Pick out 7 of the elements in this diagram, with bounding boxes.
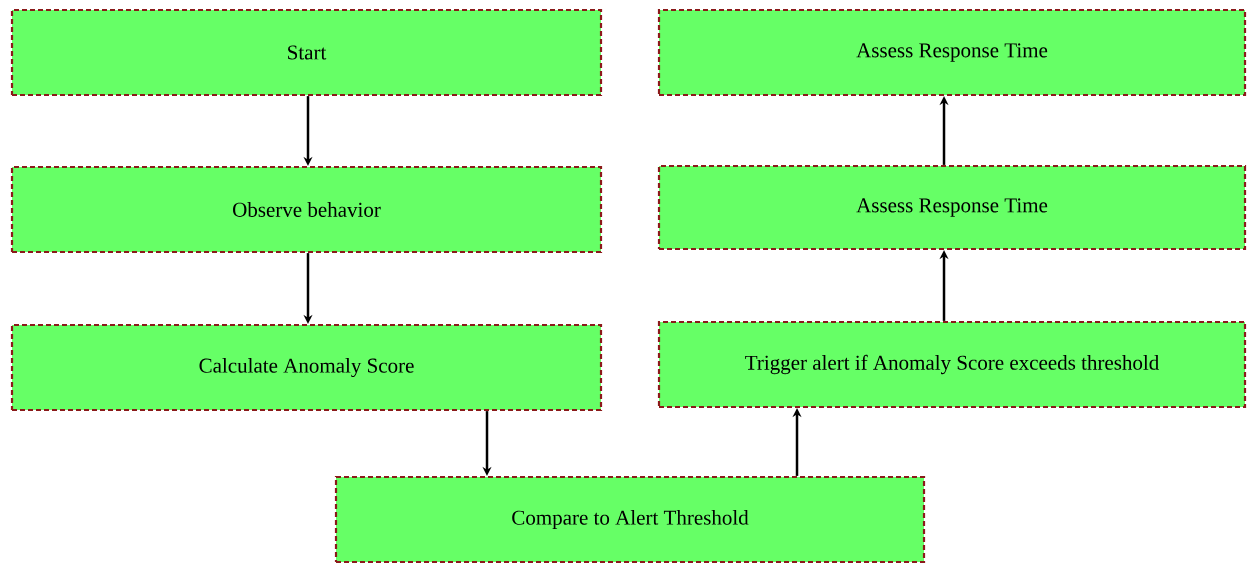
process-box: Start [10,8,603,97]
process-box: Assess Response Time [657,8,1247,97]
process-box: Observe behavior [10,165,603,254]
process-box: Compare to Alert Threshold [334,475,926,564]
process-box: Assess Response Time [657,164,1247,251]
process-box: Calculate Anomaly Score [10,323,603,412]
process-box: Trigger alert if Anomaly Score exceeds threshold [657,320,1247,409]
